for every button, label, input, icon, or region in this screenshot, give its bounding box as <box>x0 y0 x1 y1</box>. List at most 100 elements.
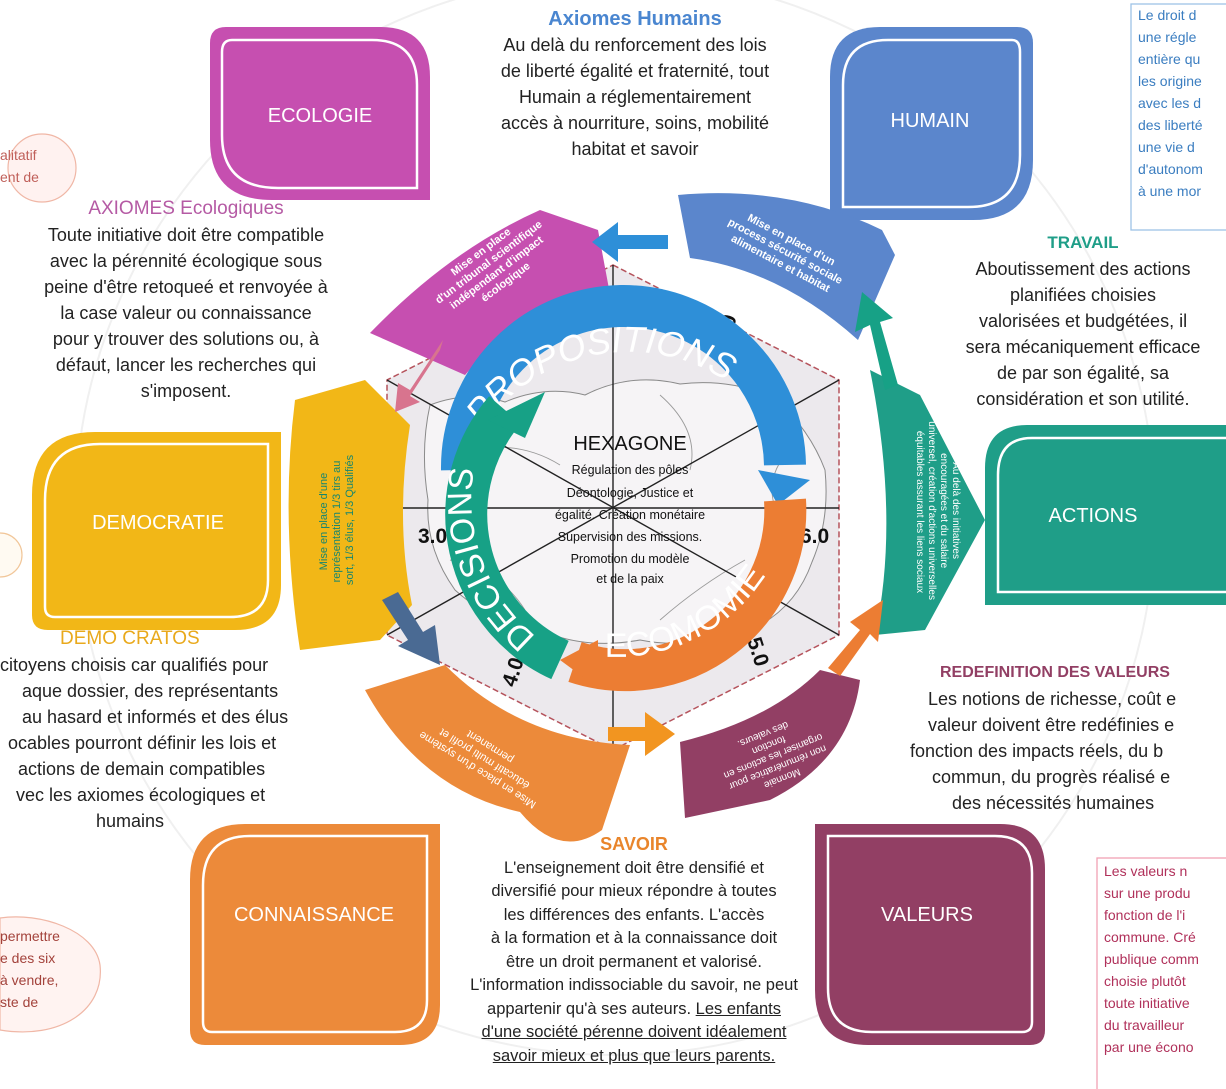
side-note-bottom-right-6: choisie plutôt <box>1104 973 1186 989</box>
flow-arrow-to-connaissance <box>382 592 440 665</box>
savoir-line-5: être un droit permanent et valorisé. <box>506 952 762 971</box>
demo-cratos-block: DEMO CRATOS citoyens choisis car qualifi… <box>0 626 340 834</box>
redefinition-line-2: valeur doivent être redéfinies e <box>928 715 1175 735</box>
side-note-bottom-right-7: toute initiative <box>1104 995 1190 1011</box>
petal-ecologie[interactable]: ECOLOGIE <box>210 27 430 200</box>
side-note-box-top-right <box>1130 3 1226 231</box>
axiomes-ecologiques-line-3: peine d'être retoqueé et renvoyée à <box>44 277 328 297</box>
side-note-top-right-3: entière qu <box>1138 51 1201 67</box>
demo-cratos-line-1: citoyens choisis car qualifiés pour <box>0 655 269 675</box>
redefinition-line-4: commun, du progrès réalisé e <box>932 767 1171 787</box>
arrow-text-democratie-3: sort, 1/3 élus, 1/3 Qualifiés <box>344 454 356 585</box>
side-note-bottom-right-8: du travailleur <box>1104 1017 1185 1033</box>
travail-block: TRAVAIL Aboutissement des actions planif… <box>940 230 1226 412</box>
center-line-6: et de la paix <box>596 572 664 586</box>
redefinition-line-5: des nécessités humaines <box>952 793 1155 813</box>
arrow-segment-democratie: Mise en place d'une représentation 1/3 t… <box>288 380 412 650</box>
petal-connaissance[interactable]: CONNAISSANCE <box>190 824 440 1045</box>
travail-line-1: Aboutissement des actions <box>975 259 1191 279</box>
savoir-line-7: appartenir qu'à ses auteurs. Les enfants <box>430 998 838 1022</box>
travail-line-2: planifiées choisies <box>1009 285 1157 305</box>
axiomes-ecologiques-block: AXIOMES Ecologiques Toute initiative doi… <box>0 196 372 404</box>
petal-democratie[interactable]: DEMOCRATIE <box>32 432 281 630</box>
arrow-text-democratie-1: Mise en place d'une <box>318 473 330 571</box>
arrow-text-actions-3: universel, création d'actions universell… <box>926 421 937 600</box>
savoir-underlined-1: Les enfants <box>695 999 781 1018</box>
side-note-bubble-top-left <box>7 133 77 203</box>
flow-arrow-to-ecologie <box>592 222 668 262</box>
axiomes-humains-block: Axiomes Humains Au delà du renforcement … <box>450 6 820 162</box>
redefinition-title: REDEFINITION DES VALEURS <box>940 664 1170 681</box>
savoir-line-3: les différences des enfants. L'accès <box>503 905 765 924</box>
center-title: HEXAGONE <box>573 433 686 455</box>
side-note-bottom-left-4: ste de <box>0 994 39 1010</box>
center-line-3: égalité. Création monétaire <box>555 508 705 522</box>
demo-cratos-title: DEMO CRATOS <box>60 628 200 649</box>
petal-label-democratie: DEMOCRATIE <box>92 512 224 534</box>
arrow-text-actions-4: équitables assurant les liens sociaux <box>914 431 925 593</box>
side-note-bottom-left-1: permettre <box>0 928 60 944</box>
arrow-text-actions-1: Au delà des initiatives <box>950 462 961 559</box>
demo-cratos-line-6: vec les axiomes écologiques et <box>16 785 266 805</box>
side-note-top-right-6: des liberté <box>1138 117 1203 133</box>
petal-label-humain: HUMAIN <box>891 110 970 132</box>
axiomes-ecologiques-line-6: défaut, lancer les recherches qui <box>55 355 317 375</box>
savoir-underlined-2: d'une société pérenne doivent idéalement <box>481 1023 787 1041</box>
savoir-underlined-3: savoir mieux et plus que leurs parents. <box>492 1046 776 1065</box>
axiomes-humains-line-1: Au delà du renforcement des lois <box>503 35 767 55</box>
arrow-segment-actions: Au delà des initiatives encouragées et d… <box>870 370 985 635</box>
petal-label-valeurs: VALEURS <box>881 904 973 926</box>
side-note-top-right-9: à une mor <box>1138 183 1202 199</box>
side-note-top-left-1: alitatif <box>0 147 37 163</box>
side-note-bottom-right-3: fonction de l'i <box>1104 907 1186 923</box>
side-note-top-right-2: une régle <box>1138 29 1197 45</box>
center-hexagone: HEXAGONE Régulation des pôles Déontologi… <box>555 433 705 586</box>
svg-text:Au delà des initiatives: Au delà des initiatives encouragées et d… <box>914 421 961 602</box>
side-note-top-left-2: ent de <box>0 169 39 185</box>
side-note-box-bottom-right <box>1096 857 1226 1089</box>
flow-arrow-to-democratie <box>395 340 443 412</box>
petal-label-ecologie: ECOLOGIE <box>268 105 372 127</box>
travail-line-6: considération et son utilité. <box>976 389 1190 409</box>
axiomes-ecologiques-line-1: Toute initiative doit être compatible <box>47 225 325 245</box>
demo-cratos-line-4: ocables pourront définir les lois et <box>8 733 277 753</box>
arrow-text-democratie-2: représentation 1/3 tirs au <box>331 461 343 583</box>
side-note-top-right-8: d'autonom <box>1138 161 1203 177</box>
axiomes-humains-line-2: de liberté égalité et fraternité, tout <box>500 61 770 81</box>
petal-label-connaissance: CONNAISSANCE <box>234 904 394 926</box>
petal-humain[interactable]: HUMAIN <box>830 27 1033 220</box>
side-note-bottom-right-4: commune. Cré <box>1104 929 1196 945</box>
petal-valeurs[interactable]: VALEURS <box>815 824 1045 1045</box>
axiomes-humains-title: Axiomes Humains <box>548 8 722 30</box>
travail-title: TRAVAIL <box>1047 233 1119 252</box>
savoir-line-7-text: appartenir qu'à ses auteurs. <box>487 999 692 1018</box>
arrow-text-actions-2: encouragées et du salaire <box>938 453 949 569</box>
flow-arrow-to-valeurs <box>608 712 675 756</box>
axiomes-ecologiques-line-7: s'imposent. <box>140 381 232 401</box>
side-note-bubble-left <box>0 532 23 578</box>
flow-arrow-to-humain <box>855 292 898 390</box>
axis-label-6: 6.0 <box>800 525 829 548</box>
redefinition-line-3: fonction des impacts réels, du b <box>910 741 1164 761</box>
side-note-top-right-4: les origine <box>1138 73 1202 89</box>
axiomes-ecologiques-line-2: avec la pérennité écologique sous <box>49 251 323 271</box>
side-note-bubble-bottom-left <box>0 916 101 1033</box>
axiomes-humains-line-5: habitat et savoir <box>571 139 699 159</box>
savoir-line-4: à la formation et à la connaissance doit <box>490 929 778 947</box>
side-note-top-right-1: Le droit d <box>1138 7 1197 23</box>
side-note-top-right: Le droit d une régle entière qu les orig… <box>1138 4 1226 202</box>
axiomes-humains-line-3: Humain a réglementairement <box>518 87 752 107</box>
travail-line-4: sera mécaniquement efficace <box>965 337 1201 357</box>
petal-actions[interactable]: ACTIONS <box>985 425 1226 605</box>
savoir-line-6: L'information indissociable du savoir, n… <box>470 976 798 994</box>
svg-text:Mise en place d'une repr: Mise en place d'une représentation 1/3 t… <box>318 454 356 585</box>
flow-arrow-to-actions <box>828 600 883 676</box>
center-line-1: Régulation des pôles <box>572 463 689 477</box>
arrow-segment-connaissance: Mise en place d'un système éducatif mult… <box>365 665 630 842</box>
axiomes-humains-line-4: accès à nourriture, soins, mobilité <box>500 113 770 133</box>
side-note-bottom-right-5: publique comm <box>1104 951 1199 967</box>
redefinition-line-1: Les notions de richesse, coût e <box>928 689 1177 709</box>
arrow-segment-humain: Mise en place d'un process sécurité soci… <box>678 193 895 340</box>
axis-label-3: 3.0 <box>418 525 447 548</box>
